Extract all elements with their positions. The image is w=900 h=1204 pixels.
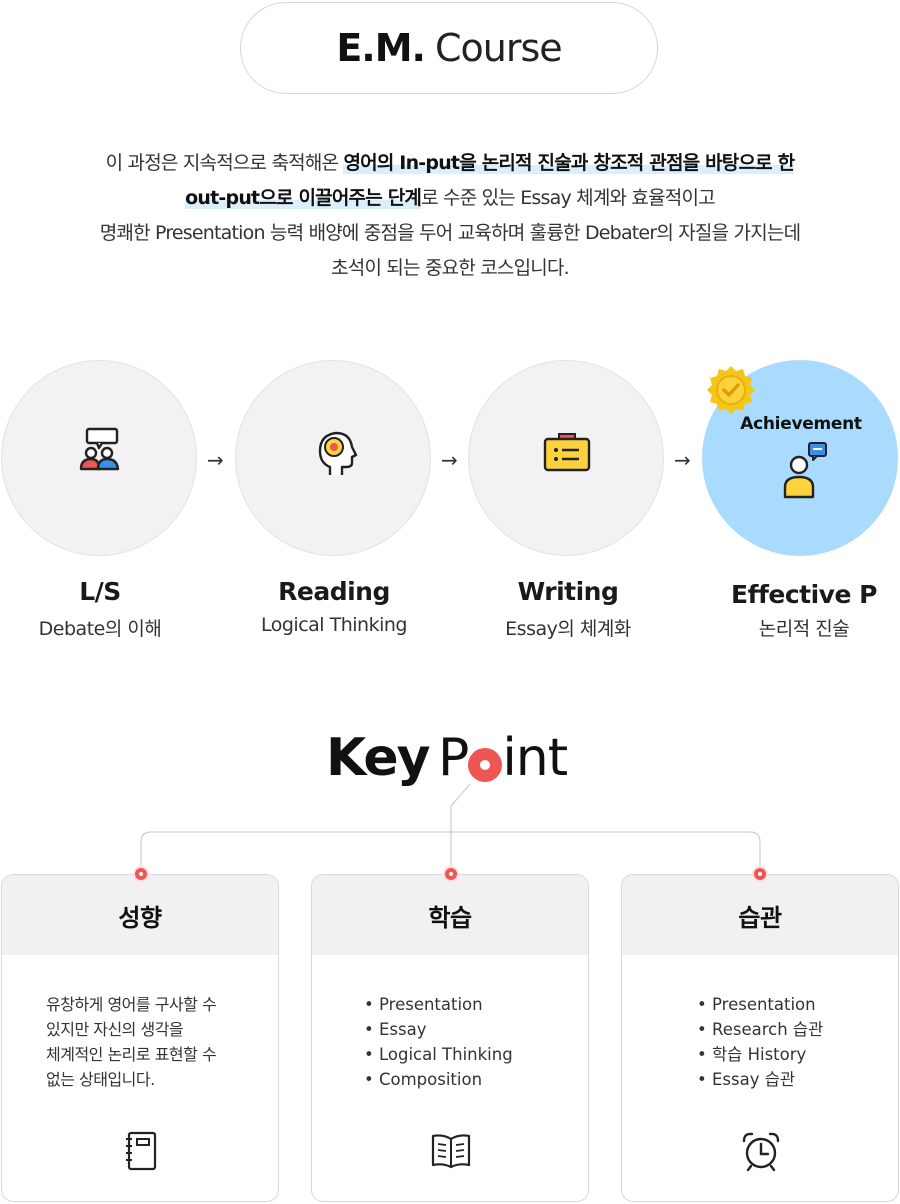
card-title-habit: 습관	[622, 875, 898, 955]
list-item: 학습 History	[697, 1042, 823, 1067]
discussion-people-icon	[79, 427, 120, 471]
step-arrow-3: →	[674, 448, 691, 472]
card-learning: 학습 Presentation Essay Logical Thinking C…	[311, 874, 589, 1202]
keypoint-letter-p: P	[438, 728, 469, 788]
step-arrow-2: →	[441, 448, 458, 472]
speaker-chat-icon	[783, 442, 827, 499]
open-book-icon	[431, 1134, 471, 1169]
card-text-line: 없는 상태입니다.	[46, 1070, 155, 1089]
card-text-line: 체계적인 논리로 표현할 수	[46, 1045, 217, 1064]
keypoint-o-dot-icon	[468, 748, 502, 782]
step-sub-reading: Logical Thinking	[261, 614, 407, 636]
list-item: Essay 습관	[697, 1067, 823, 1092]
head-gear-icon	[318, 431, 358, 475]
card-habit: 습관 Presentation Research 습관 학습 History E…	[621, 874, 899, 1202]
intro-line4: 초석이 되는 중요한 코스입니다.	[331, 257, 570, 279]
notebook-icon	[126, 1131, 157, 1171]
step-title-ls: L/S	[79, 577, 121, 606]
step-title-reading: Reading	[278, 577, 390, 606]
step-ls-circle	[1, 360, 197, 556]
list-item: Logical Thinking	[364, 1042, 513, 1067]
intro-line3: 명쾌한 Presentation 능력 배양에 중점을 두어 교육하며 훌륭한 …	[99, 222, 801, 244]
step-sub-writing: Essay의 체계화	[505, 618, 631, 640]
intro-line1-prefix: 이 과정은 지속적으로 축적해온	[105, 152, 344, 174]
step-reading-circle	[235, 360, 431, 556]
intro-paragraph: 이 과정은 지속적으로 축적해온 영어의 In-put을 논리적 진술과 창조적…	[40, 146, 860, 286]
title-light: Course	[434, 26, 563, 70]
card-dot-tendency	[133, 866, 149, 882]
list-item: Composition	[364, 1067, 513, 1092]
card-tendency: 성향 유창하게 영어를 구사할 수 있지만 자신의 생각을 체계적인 논리로 표…	[1, 874, 279, 1202]
list-item: Presentation	[364, 992, 513, 1017]
card-text-tendency: 유창하게 영어를 구사할 수 있지만 자신의 생각을 체계적인 논리로 표현할 …	[46, 992, 256, 1092]
step-title-effective: Effective P	[731, 580, 877, 609]
card-dot-learning	[443, 866, 459, 882]
intro-highlight-2: out-put으로 이끌어주는 단계	[185, 187, 422, 209]
alarm-clock-icon	[742, 1132, 780, 1172]
list-item: Research 습관	[697, 1017, 823, 1042]
title-bold: E.M.	[336, 26, 426, 70]
card-title-learning: 학습	[312, 875, 588, 955]
clipboard-list-icon	[543, 433, 591, 472]
intro-highlight-1: 영어의 In-put을 논리적 진술과 창조적 관점을 바탕으로 한	[343, 152, 795, 174]
step-writing-circle	[468, 360, 664, 556]
step-sub-effective: 논리적 진술	[758, 618, 850, 640]
step-arrow-1: →	[207, 448, 224, 472]
card-text-line: 있지만 자신의 생각을	[46, 1020, 184, 1039]
step-title-writing: Writing	[517, 577, 619, 606]
medal-check-icon	[707, 366, 755, 414]
list-item: Essay	[364, 1017, 513, 1042]
card-list-learning: Presentation Essay Logical Thinking Comp…	[364, 992, 513, 1092]
keypoint-word-key: Key	[326, 728, 431, 788]
keypoint-connector-lines	[140, 783, 761, 874]
intro-line2-suffix: 로 수준 있는 Essay 체계와 효율적이고	[421, 187, 716, 209]
step-sub-ls: Debate의 이해	[38, 618, 162, 640]
card-text-line: 유창하게 영어를 구사할 수	[46, 995, 217, 1014]
course-title: E.M. Course	[240, 2, 658, 94]
achievement-label: Achievement	[740, 414, 862, 434]
card-title-tendency: 성향	[2, 875, 278, 955]
card-list-habit: Presentation Research 습관 학습 History Essa…	[697, 992, 823, 1092]
list-item: Presentation	[697, 992, 823, 1017]
card-dot-habit	[752, 866, 768, 882]
keypoint-letters-int: int	[502, 728, 568, 788]
